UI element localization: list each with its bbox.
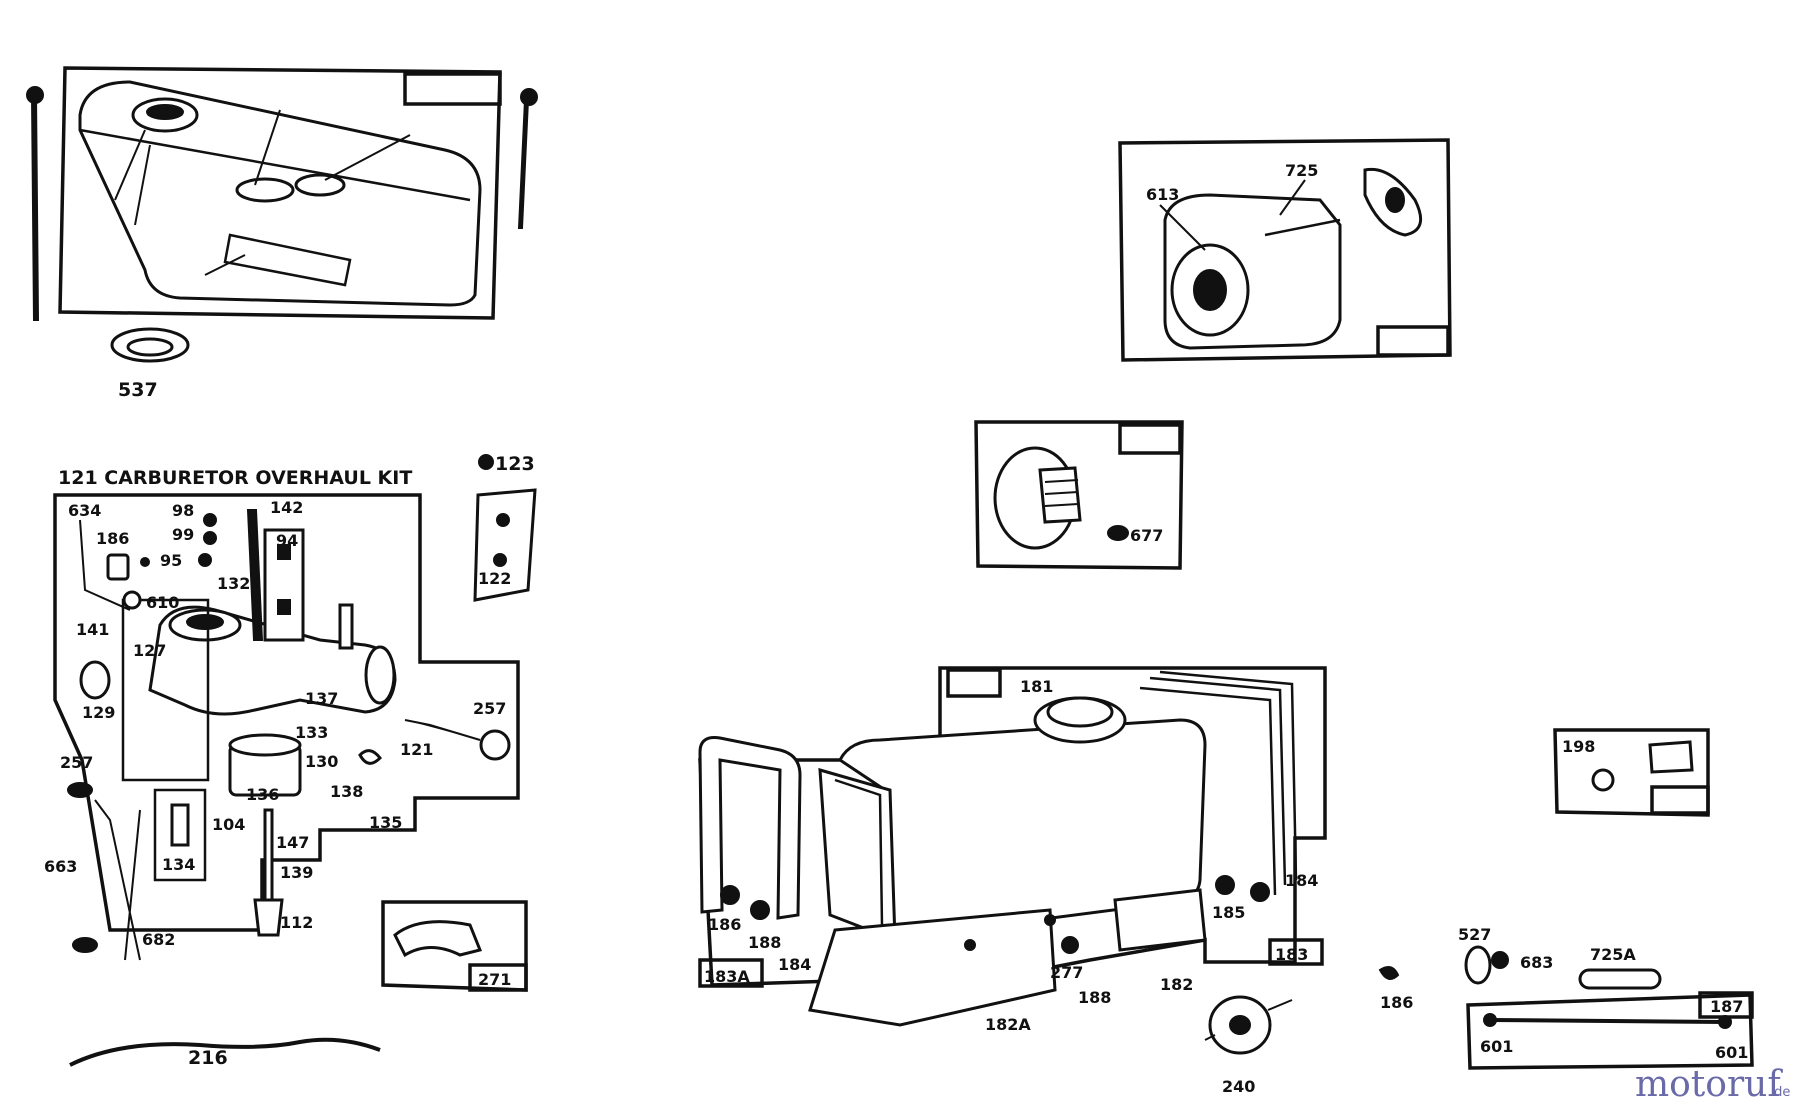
label-134: 134 bbox=[162, 855, 195, 874]
clip-186-group: 186 bbox=[1378, 965, 1413, 1012]
label-137: 137 bbox=[305, 689, 338, 708]
label-94: 94 bbox=[276, 531, 298, 550]
label-127: 127 bbox=[133, 641, 166, 660]
label-186-tank: 186 bbox=[708, 915, 741, 934]
fuel-filter-group: 240 bbox=[1204, 995, 1293, 1096]
label-682: 682 bbox=[142, 930, 175, 949]
label-99: 99 bbox=[172, 525, 194, 544]
label-132: 132 bbox=[217, 574, 250, 593]
label-138: 138 bbox=[330, 782, 363, 801]
label-121: 121 bbox=[400, 740, 433, 759]
carburetor-kit-title: 121 CARBURETOR OVERHAUL KIT bbox=[58, 467, 412, 489]
carburetor-group: 121 CARBURETOR OVERHAUL KIT bbox=[44, 453, 537, 961]
label-240: 240 bbox=[1222, 1077, 1255, 1096]
label-184-right: 184 bbox=[1285, 871, 1318, 890]
label-613: 613 bbox=[1146, 185, 1179, 204]
label-634: 634 bbox=[68, 501, 101, 520]
label-271: 271 bbox=[478, 970, 511, 989]
label-186-clip: 186 bbox=[1380, 993, 1413, 1012]
watermark-suffix: .de bbox=[1770, 1085, 1790, 1100]
fuel-line-group: 527 683 725A 187 601 601 bbox=[1458, 925, 1754, 1070]
label-601-right: 601 bbox=[1715, 1043, 1748, 1062]
muffler-group: 613 725 bbox=[1118, 138, 1452, 362]
label-130: 130 bbox=[305, 752, 338, 771]
label-186-carb: 186 bbox=[96, 529, 129, 548]
label-725: 725 bbox=[1285, 161, 1318, 180]
label-187: 187 bbox=[1710, 997, 1743, 1016]
label-133: 133 bbox=[295, 723, 328, 742]
label-537: 537 bbox=[118, 379, 158, 401]
label-683: 683 bbox=[1520, 953, 1553, 972]
part-198-group: 198 bbox=[1553, 728, 1710, 817]
label-129: 129 bbox=[82, 703, 115, 722]
label-185: 185 bbox=[1212, 903, 1245, 922]
label-182: 182 bbox=[1160, 975, 1193, 994]
label-198: 198 bbox=[1562, 737, 1595, 756]
label-135: 135 bbox=[369, 813, 402, 832]
part-216-group: 216 bbox=[69, 1037, 381, 1069]
label-188-left: 188 bbox=[748, 933, 781, 952]
motoruf-watermark: motoruf .de bbox=[1635, 1064, 1790, 1105]
label-183: 183 bbox=[1275, 945, 1308, 964]
label-104: 104 bbox=[212, 815, 245, 834]
label-216: 216 bbox=[188, 1047, 228, 1069]
label-677: 677 bbox=[1130, 526, 1163, 545]
label-183a: 183A bbox=[704, 967, 750, 986]
label-95: 95 bbox=[160, 551, 182, 570]
label-123: 123 bbox=[495, 453, 535, 475]
label-182a: 182A bbox=[985, 1015, 1031, 1034]
label-601-left: 601 bbox=[1480, 1037, 1513, 1056]
label-122: 122 bbox=[478, 569, 511, 588]
label-141: 141 bbox=[76, 620, 109, 639]
fuel-tank-group: 181 186 188 184 183A 277 182 188 182A 18… bbox=[698, 666, 1327, 1034]
label-188-bottom: 188 bbox=[1078, 988, 1111, 1007]
label-725a: 725A bbox=[1590, 945, 1636, 964]
label-181: 181 bbox=[1020, 677, 1053, 696]
label-184-left: 184 bbox=[778, 955, 811, 974]
watermark-name: motoruf bbox=[1635, 1064, 1783, 1105]
label-112: 112 bbox=[280, 913, 313, 932]
label-663: 663 bbox=[44, 857, 77, 876]
air-cleaner-group: 537 bbox=[26, 66, 538, 401]
label-147: 147 bbox=[276, 833, 309, 852]
part-271-group: 271 bbox=[381, 900, 528, 992]
label-136: 136 bbox=[246, 785, 279, 804]
label-610: 610 bbox=[146, 593, 179, 612]
label-257-right: 257 bbox=[473, 699, 506, 718]
label-257: 257 bbox=[60, 753, 93, 772]
screen-group: 677 bbox=[974, 420, 1184, 570]
label-277: 277 bbox=[1050, 963, 1083, 982]
label-527: 527 bbox=[1458, 925, 1491, 944]
label-142: 142 bbox=[270, 498, 303, 517]
label-98: 98 bbox=[172, 501, 194, 520]
label-139: 139 bbox=[280, 863, 313, 882]
